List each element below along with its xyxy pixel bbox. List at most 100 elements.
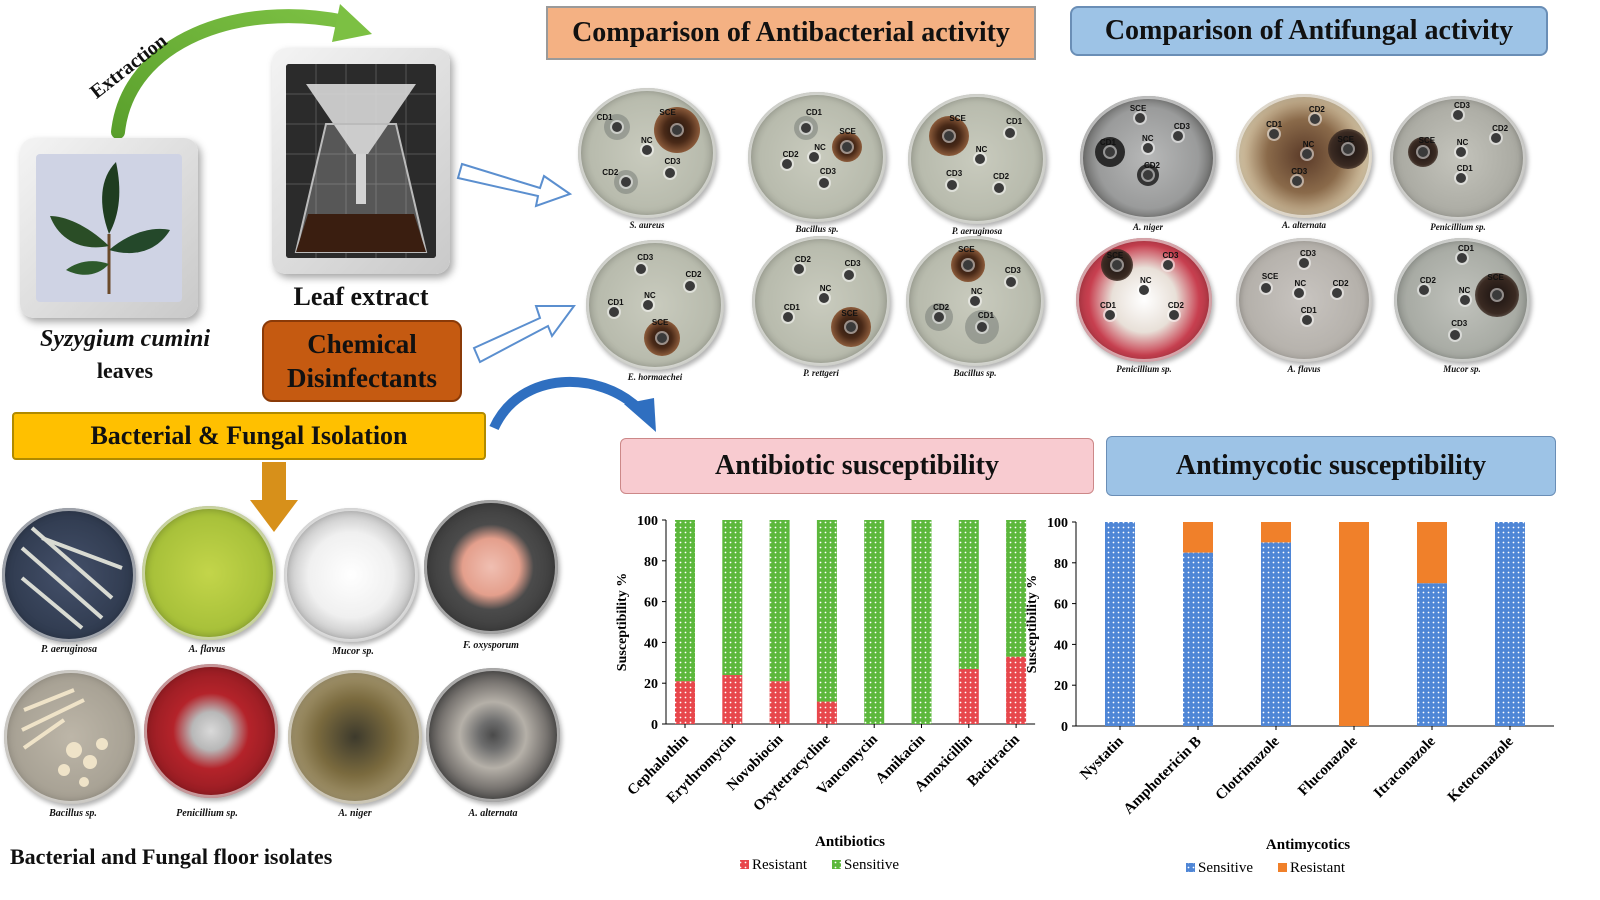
extraction-arrowhead bbox=[332, 4, 372, 42]
well-hole bbox=[809, 152, 820, 162]
dish-label: Penicillium sp. bbox=[1116, 364, 1172, 374]
well-hole bbox=[974, 154, 985, 164]
chemical-label-line1: Chemical bbox=[307, 329, 417, 359]
well-hole bbox=[1492, 290, 1503, 301]
isolate-dish-f-oxysporum bbox=[424, 500, 558, 634]
well-hole bbox=[818, 293, 829, 304]
legend-swatch-resistant bbox=[740, 860, 749, 869]
well-hole bbox=[642, 145, 652, 156]
well-hole bbox=[963, 259, 974, 270]
well-hole bbox=[1260, 282, 1271, 293]
bar-resistant bbox=[1006, 656, 1027, 724]
isolate-label: A. flavus bbox=[188, 644, 226, 655]
y-tick-label: 20 bbox=[644, 677, 658, 692]
well-hole bbox=[1457, 252, 1467, 263]
well-label: SCE bbox=[839, 126, 856, 136]
well-hole bbox=[621, 176, 632, 187]
well-hole bbox=[684, 280, 695, 291]
x-tick-label: Nystatin bbox=[1077, 733, 1127, 783]
leaves-photo-frame bbox=[20, 138, 198, 318]
isolate-dish-a-alternata bbox=[426, 668, 560, 802]
well-label: NC bbox=[1458, 286, 1471, 295]
well-hole bbox=[1301, 314, 1312, 325]
dish-label: A. flavus bbox=[1287, 364, 1321, 374]
isolate-label: F. oxysporum bbox=[463, 640, 519, 651]
well-label: SCE bbox=[1261, 271, 1279, 281]
bar-resistant bbox=[769, 681, 790, 724]
legend-label-sensitive: Sensitive bbox=[844, 857, 899, 873]
y-tick-label: 100 bbox=[1047, 516, 1068, 531]
well-hole bbox=[976, 322, 987, 332]
y-tick-label: 80 bbox=[644, 555, 658, 570]
well-label: CD2 bbox=[685, 269, 702, 279]
well-hole bbox=[1491, 133, 1502, 144]
well-label: CD1 bbox=[805, 108, 822, 118]
legend-swatch-resistant bbox=[1278, 863, 1287, 872]
isolate-label: P. aeruginosa bbox=[41, 644, 97, 655]
well-hole bbox=[1309, 113, 1320, 124]
well-hole bbox=[1331, 287, 1342, 298]
y-tick-label: 60 bbox=[644, 596, 658, 611]
legend-label-sensitive: Sensitive bbox=[1198, 860, 1253, 876]
isolate-dish-bacillus bbox=[4, 670, 138, 804]
well-hole bbox=[1418, 285, 1429, 296]
well-hole bbox=[1417, 146, 1428, 157]
dish-label: Penicillium sp. bbox=[1430, 222, 1486, 232]
well-label: NC bbox=[819, 284, 832, 294]
well-label: CD2 bbox=[602, 167, 619, 177]
well-label: CD3 bbox=[946, 169, 963, 178]
isolate-dish-mucor bbox=[284, 508, 418, 642]
well-label: CD3 bbox=[1004, 265, 1021, 275]
well-label: CD2 bbox=[1144, 161, 1161, 171]
leaves-label: leaves bbox=[96, 358, 154, 383]
well-label: CD1 bbox=[596, 113, 613, 122]
well-label: CD1 bbox=[1099, 137, 1116, 147]
well-label: CD3 bbox=[1291, 166, 1308, 176]
bar-sensitive bbox=[1006, 520, 1027, 657]
well-hole bbox=[608, 306, 619, 317]
dish-label: P. rettgeri bbox=[803, 368, 839, 378]
well-label: CD3 bbox=[1451, 318, 1468, 328]
well-label: CD2 bbox=[993, 171, 1010, 181]
dish-label: Bacillus sp. bbox=[953, 368, 997, 378]
antimycotic-banner: Antimycotic susceptibility bbox=[1106, 436, 1556, 496]
bar-resistant bbox=[1261, 522, 1291, 543]
well-hole bbox=[1143, 143, 1153, 154]
well-label: CD1 bbox=[1456, 163, 1473, 173]
x-tick-label: Itraconazole bbox=[1371, 733, 1439, 801]
well-label: CD3 bbox=[1173, 121, 1190, 131]
well-label: CD1 bbox=[783, 302, 800, 312]
well-label: CD3 bbox=[664, 156, 681, 166]
bar-sensitive bbox=[864, 520, 885, 724]
antibiotic-banner: Antibiotic susceptibility bbox=[620, 438, 1094, 494]
bar-sensitive bbox=[675, 520, 695, 682]
bar-sensitive bbox=[769, 520, 790, 682]
bar-sensitive bbox=[1495, 522, 1525, 726]
isolation-banner: Bacterial & Fungal Isolation bbox=[12, 412, 486, 460]
chemical-disinfectants-box: Chemical Disinfectants bbox=[262, 320, 462, 402]
well-label: NC bbox=[975, 145, 988, 154]
well-label: SCE bbox=[958, 244, 975, 254]
dish-label: Bacillus sp. bbox=[795, 224, 839, 234]
well-label: NC bbox=[971, 287, 983, 296]
antifungal-banner: Comparison of Antifungal activity bbox=[1070, 6, 1548, 56]
floor-isolates-label: Bacterial and Fungal floor isolates bbox=[10, 844, 333, 869]
leaf-illustration bbox=[50, 162, 170, 294]
well-hole bbox=[781, 158, 792, 169]
well-label: CD1 bbox=[1006, 117, 1023, 126]
well-hole bbox=[994, 182, 1005, 193]
well-hole bbox=[672, 124, 683, 135]
well-label: CD3 bbox=[844, 259, 861, 268]
well-label: NC bbox=[1302, 139, 1315, 149]
isolation-down-arrow bbox=[250, 462, 298, 532]
x-tick-label: Ketoconazole bbox=[1445, 733, 1517, 805]
well-hole bbox=[1172, 130, 1183, 141]
well-hole bbox=[1301, 148, 1312, 159]
dish-label: P. aeruginosa bbox=[951, 226, 1003, 236]
x-axis-label: Antibiotics bbox=[815, 834, 885, 850]
well-hole bbox=[1459, 295, 1470, 305]
